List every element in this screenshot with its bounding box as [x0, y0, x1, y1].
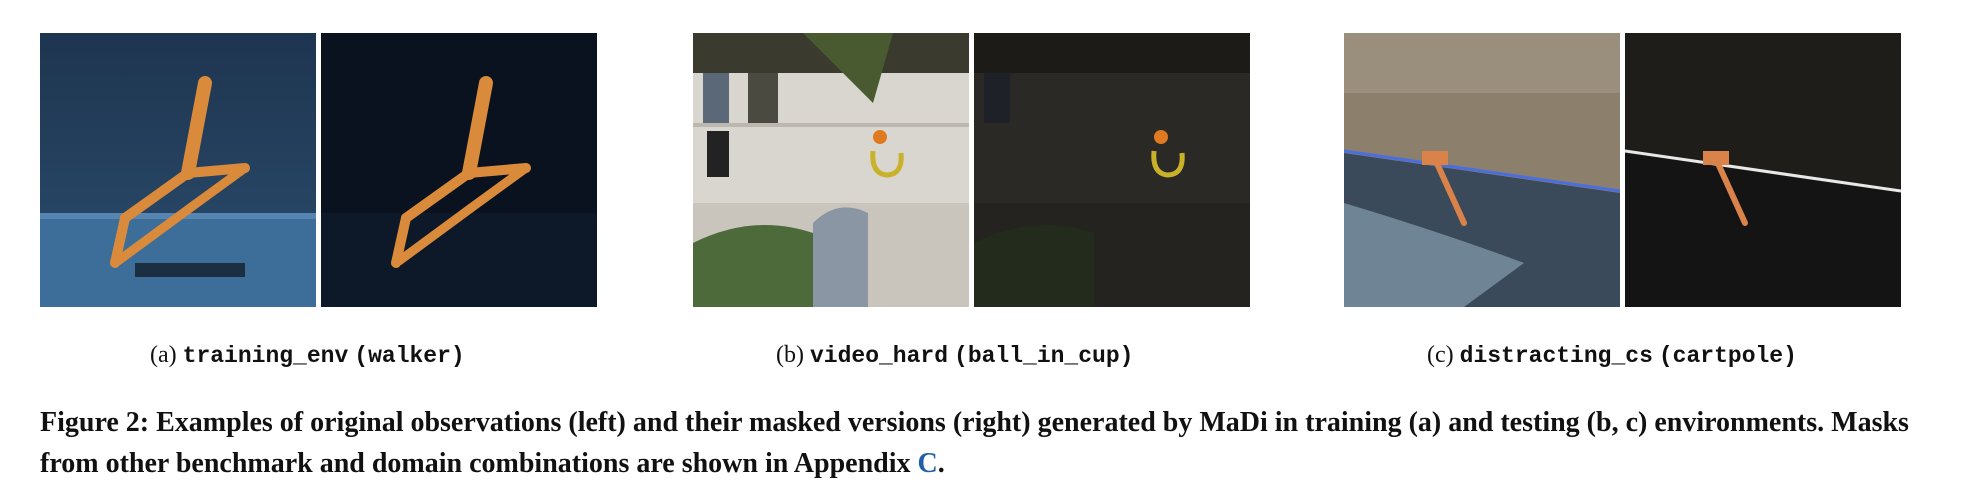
- subcaption-env: video_hard: [809, 343, 949, 369]
- subcaption-env: distracting_cs: [1459, 343, 1653, 369]
- subcaption-c: (c) distracting_cs (cartpole): [1427, 342, 1797, 369]
- caption-suffix: .: [937, 448, 945, 479]
- subcaption-task: (cartpole): [1658, 343, 1797, 369]
- walker-masked-image: [321, 33, 597, 307]
- caption-text: Figure 2: Examples of original observati…: [40, 407, 1909, 479]
- cartpole-original-image: [1344, 33, 1620, 307]
- cartpole-masked-image: [1625, 33, 1901, 307]
- subcaption-b: (b) video_hard (ball_in_cup): [776, 342, 1133, 369]
- ball-in-cup-masked-image: [974, 33, 1250, 307]
- subcaption-a: (a) training_env (walker): [150, 342, 465, 369]
- subcaption-label: (a): [150, 342, 177, 368]
- subcaption-label: (b): [776, 342, 804, 368]
- ball-in-cup-original-image: [693, 33, 969, 307]
- walker-original-image: [40, 33, 316, 307]
- subcaption-label: (c): [1427, 342, 1454, 368]
- subcaption-task: (walker): [354, 343, 465, 369]
- figure-caption: Figure 2: Examples of original observati…: [40, 402, 1930, 484]
- subcaption-env: training_env: [182, 343, 349, 369]
- appendix-link[interactable]: C: [917, 448, 938, 479]
- subcaption-task: (ball_in_cup): [954, 343, 1134, 369]
